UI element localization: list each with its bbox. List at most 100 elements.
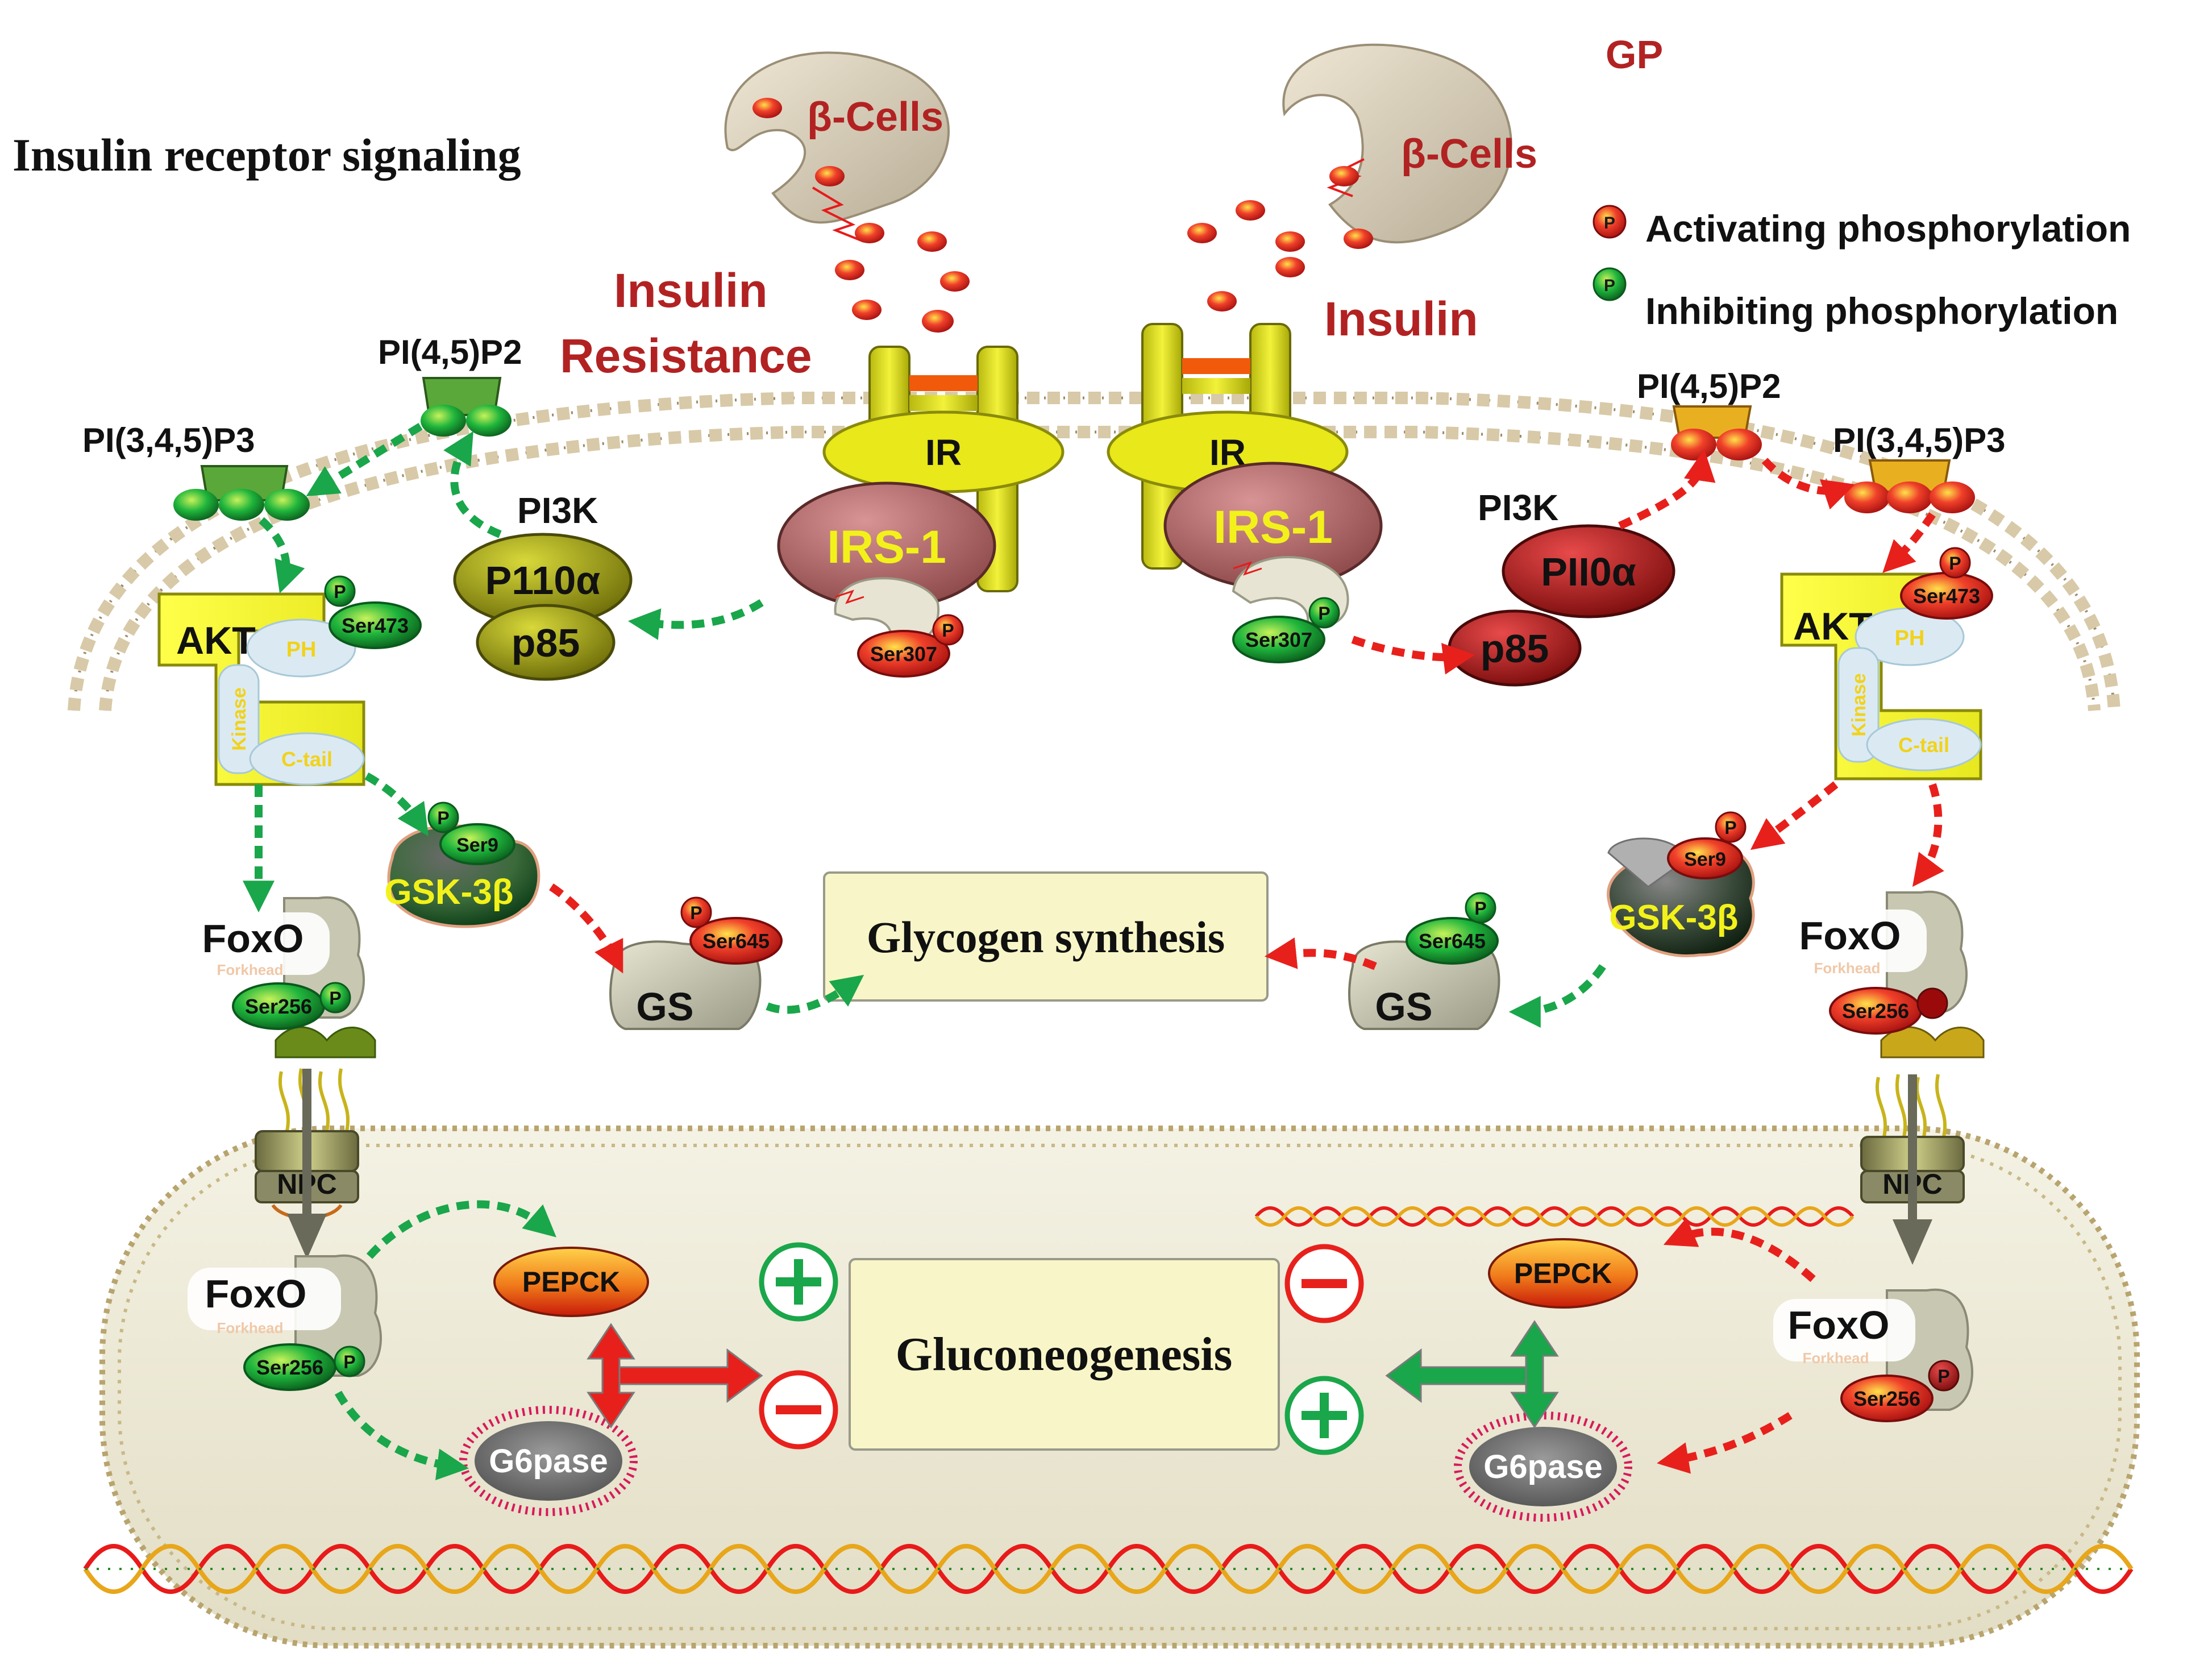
insulin-receptor-right: IR IRS-1 Ser307 P [1107,323,1383,663]
foxo-nuclear-right-label: FoxO [1788,1303,1890,1347]
ser9-left-label: Ser9 [456,834,498,856]
forkhead-left-label: Forkhead [217,961,283,978]
ser256-nuclear-right-label: Ser256 [1853,1387,1920,1410]
kinase-right [1837,647,1880,763]
akt-right: AKT PH Kinase C-tail Ser473 P [1780,547,1993,780]
ctail-right-label: C-tail [1898,733,1949,757]
foxo-nuclear-right: FoxO Forkhead Ser256 P [1773,1288,1973,1422]
ser256-nuclear-left-p-label: P [343,1352,355,1372]
beta-cells-left-label: β-Cells [807,94,943,140]
akt-left: AKT PH Kinase C-tail Ser473 P [157,575,422,786]
forkhead-nuclear-left-label: Forkhead [217,1319,283,1336]
p85-right-label: p85 [1481,626,1549,671]
ser307-right-label: Ser307 [1245,628,1312,651]
ser9-right [1667,837,1743,879]
pepck-left-label: PEPCK [522,1266,620,1298]
cell-membrane [68,392,2120,711]
ser307-left-p [932,614,964,646]
foxo-right: FoxO Forkhead Ser256 [1785,890,1985,1058]
pip2-right-label: PI(4,5)P2 [1637,367,1781,405]
ph-left-label: PH [286,638,317,662]
ser473-left-p [324,575,356,607]
dna-helix [83,1544,2134,1594]
legend-activating-label: Activating phosphorylation [1645,207,2131,250]
foxo-left-label: FoxO [202,916,304,961]
pip3-left: PI(3,4,5)P3 [82,421,310,521]
beta-cell-right: β-Cells [1282,43,1537,244]
red-signaling-arrows [549,449,1944,1474]
gluconeogenesis-label: Gluconeogenesis [896,1328,1233,1381]
pi3k-right-label: PI3K [1478,487,1558,528]
pip2-left-label: PI(4,5)P2 [378,333,522,371]
gluconeogenesis-box: Gluconeogenesis [849,1258,1280,1451]
insulin-receptor-left: IR IRS-1 Ser307 P [777,346,1065,678]
ser256-left-p-label: P [329,988,341,1008]
ser473-left-p-label: P [334,582,346,602]
plus-sign-left [759,1242,838,1322]
kinase-right-label: Kinase [1848,673,1870,737]
pip2-right: PI(4,5)P2 [1637,367,1781,460]
ser307-right-p-label: P [1318,603,1330,624]
pip2-left: PI(4,5)P2 [378,333,522,437]
npc-right: NPC [1860,1074,1965,1265]
ser256-nuclear-left-label: Ser256 [256,1356,323,1379]
ser645-left-p-label: P [690,903,702,923]
ser307-left-p-label: P [942,620,954,641]
ctail-left [249,732,365,786]
foxo-nuclear-left-label: FoxO [205,1272,307,1316]
ser256-right-label: Ser256 [1842,999,1909,1023]
ser473-left-label: Ser473 [342,614,409,637]
ser473-right-p-label: P [1949,553,1961,574]
green-signaling-arrows [243,423,1606,1480]
plus-sign-right [1284,1376,1364,1455]
ser645-right-p-label: P [1474,898,1486,919]
pi3k-right: PI3K PII0α p85 [1448,487,1675,687]
irs1-right-label: IRS-1 [1213,501,1333,553]
p85-left [476,604,616,681]
inhibiting-p-icon [1593,267,1627,301]
forkhead-right-label: Forkhead [1814,960,1880,977]
gsk3b-right: GSK-3β Ser9 P [1607,811,1755,957]
pip3-right-label: PI(3,4,5)P3 [1833,421,2006,459]
gs-left-label: GS [636,985,693,1029]
ser256-nuclear-right-p [1928,1360,1960,1392]
ctail-left-label: C-tail [281,748,332,771]
npc-left: NPC [255,1068,359,1259]
ctail-right [1866,718,1982,771]
irs1-left-label: IRS-1 [827,521,946,573]
ser307-right [1232,616,1325,663]
g6pase-left: G6pase [459,1406,638,1516]
gsk3b-right-label: GSK-3β [1609,898,1738,937]
insulin-resistance-line2: Resistance [560,329,812,383]
ser256-nuclear-left-p [334,1346,365,1377]
p110-right-label: PII0α [1541,550,1636,594]
regulation-arrow-right [1385,1320,1559,1429]
regulation-arrow-left [587,1323,763,1429]
ph-right-label: PH [1895,626,1925,650]
kinase-left [218,664,260,774]
foxo-nuclear-left: FoxO Forkhead Ser256 P [188,1254,382,1391]
p110-left-label: P110α [485,558,601,603]
legend-inhibiting: P Inhibiting phosphorylation [1593,267,2118,332]
ser307-right-p [1308,597,1340,629]
minus-sign-right [1284,1244,1364,1323]
forkhead-nuclear-right-label: Forkhead [1802,1350,1869,1367]
kinase-left-label: Kinase [228,687,250,751]
ser9-left [439,823,515,865]
g6pase-left-label: G6pase [489,1443,608,1480]
ser645-left-p [680,896,712,928]
ser256-left-p [319,982,351,1014]
ph-left [246,618,356,678]
pi3k-left-label: PI3K [517,490,598,531]
legend-inhibiting-label: Inhibiting phosphorylation [1645,290,2118,332]
glycogen-synthesis-label: Glycogen synthesis [867,912,1225,962]
gs-left: GS Ser645 P [609,896,783,1030]
ser256-right-p [1916,987,1948,1019]
ser307-left-label: Ser307 [870,642,937,666]
ser645-left-label: Ser645 [702,929,770,953]
glycogen-synthesis-box: Glycogen synthesis [823,871,1269,1002]
gsk3b-left: GSK-3β Ser9 P [384,802,540,928]
gs-right-label: GS [1375,985,1432,1029]
gsk3b-left-label: GSK-3β [384,873,513,912]
